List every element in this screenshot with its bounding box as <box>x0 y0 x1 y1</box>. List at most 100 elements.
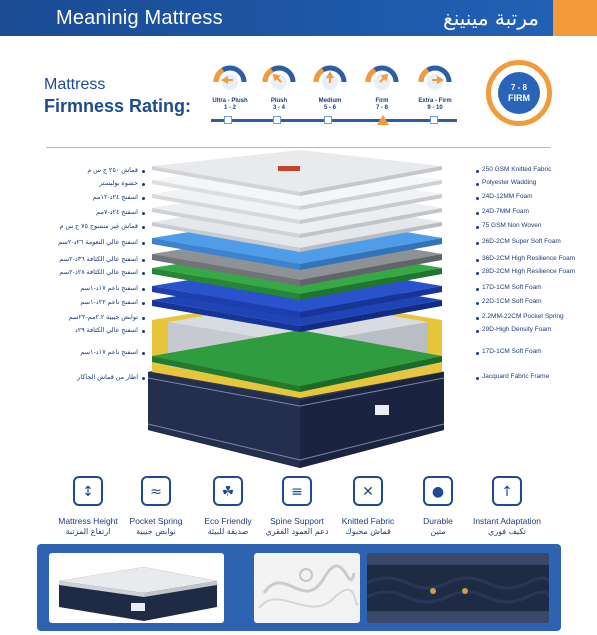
firmness-level-range: 5 - 6 <box>323 105 336 111</box>
feature-label-arabic: نوابض جيبية <box>136 527 176 536</box>
svg-text:≡: ≡ <box>291 484 303 500</box>
svg-text:≈: ≈ <box>150 484 162 500</box>
feature-label-arabic: دعم العمود الفقري <box>265 527 329 536</box>
durable-icon: ● <box>423 476 453 506</box>
leader-dot <box>476 226 479 229</box>
svg-text:☘: ☘ <box>222 484 235 500</box>
leader-dot <box>476 377 479 380</box>
firmness-badge-value: 7 - 8 <box>510 83 527 92</box>
layer-label-english: 36D-2CM High Resilience Foam <box>482 255 576 262</box>
leader-dot <box>142 197 145 200</box>
layer-label-arabic: نوابض جيبية ٢.٢مم-٢٢سم <box>68 314 138 321</box>
layer-label-arabic: اسفنج ٢٤د-١٢مم <box>92 194 138 201</box>
feature-label: Durable <box>423 516 453 526</box>
firmness-badge-label: FIRM <box>508 93 530 103</box>
firmness-level-range: 3 - 4 <box>272 105 285 111</box>
leader-dot <box>476 317 479 320</box>
feature-label: Knitted Fabric <box>341 516 395 526</box>
section-divider <box>46 147 551 148</box>
firmness-gauge-icon <box>262 58 296 92</box>
firmness-slider-mark <box>430 116 438 124</box>
layer-label-english: 24D-7MM Foam <box>482 208 529 215</box>
leader-dot <box>476 183 479 186</box>
leader-dot <box>142 330 145 333</box>
layer-label-english: 75 GSM Non Woven <box>482 222 542 229</box>
layer-label-english: 17D-1CM Soft Foam <box>482 348 542 355</box>
layer-label-arabic: اطار من قماش الجاكار <box>77 374 138 381</box>
firmness-level-name: Plush <box>270 98 288 104</box>
firmness-badge: 7 - 8 FIRM <box>486 60 552 126</box>
firmness-level-range: 7 - 8 <box>375 105 388 111</box>
firmness-level-name: Ultra - Plush <box>212 98 248 104</box>
layer-label-arabic: حشوة بوليستر <box>99 180 138 187</box>
layer-label-english: 24D-12MM Foam <box>482 193 533 200</box>
leader-dot <box>476 272 479 275</box>
feature-label: Spine Support <box>270 516 324 526</box>
firmness-gauge-icon <box>418 58 452 92</box>
leader-dot <box>476 330 479 333</box>
feature-label-arabic: متين <box>430 527 446 536</box>
firmness-slider-mark <box>324 116 332 124</box>
brand-label <box>278 166 300 171</box>
feature-label: Pocket Spring <box>129 516 183 526</box>
layer-label-arabic: اسفنج عالي النعومة ٢٦د-٢سم <box>58 239 138 246</box>
leader-dot <box>476 242 479 245</box>
firmness-gauge-icon <box>213 58 247 92</box>
layer-label-english: 17D-1CM Soft Foam <box>482 284 542 291</box>
feature-label: Mattress Height <box>58 516 118 526</box>
layer-label-arabic: اسفنج عالي الكثافة ٢٩د <box>74 327 138 334</box>
leader-dot <box>142 272 145 275</box>
firmness-gauge-icon <box>365 58 399 92</box>
layer-label-arabic: اسفنج ناعم ١٧د-١سم <box>80 349 138 356</box>
fabric-closeup-photo <box>254 553 360 623</box>
mattress-photo <box>49 553 224 623</box>
leader-dot <box>476 212 479 215</box>
leader-dot <box>142 352 145 355</box>
firmness-level-range: 9 - 10 <box>427 105 443 111</box>
layer-label-english: 2.2MM-22CM Pocket Spring <box>482 313 564 320</box>
layer-label-english: 29D-High Density Foam <box>482 326 552 333</box>
layer-label-arabic: اسفنج ناعم ١٧د-١سم <box>80 285 138 292</box>
svg-text:✕: ✕ <box>362 484 374 500</box>
svg-text:↕: ↕ <box>82 484 94 500</box>
eco-friendly-icon: ☘ <box>213 476 243 506</box>
leader-dot <box>476 288 479 291</box>
firmness-level-name: Firm <box>375 98 389 104</box>
footer-photo-strip <box>37 544 561 631</box>
spine-support-icon: ≡ <box>282 476 312 506</box>
layer-label-arabic: اسفنج ٢٤د-٧مم <box>96 209 138 216</box>
firmness-title-line1: Mattress <box>44 76 106 93</box>
feature-label: Eco Friendly <box>204 516 252 526</box>
instant-adaptation-icon: ↑ <box>492 476 522 506</box>
leader-dot <box>142 242 145 245</box>
firmness-level-name: Extra - Firm <box>418 98 452 104</box>
leader-dot <box>142 317 145 320</box>
firmness-slider-track <box>211 119 457 122</box>
leader-dot <box>142 226 145 229</box>
mattress-height-icon: ↕ <box>73 476 103 506</box>
bottom-foam-layer <box>152 330 442 386</box>
layer-label-english: Jacquard Fabric Frame <box>482 373 550 380</box>
firmness-level-range: 1 - 2 <box>223 105 236 111</box>
mattress-layers-illustration <box>147 150 445 468</box>
feature-label: Instant Adaptation <box>472 516 542 526</box>
leader-dot <box>142 302 145 305</box>
layer-label-english: 250 GSM Knitted Fabric <box>482 166 552 173</box>
header-orange-tab <box>553 0 597 36</box>
firmness-badge-inner: 7 - 8 FIRM <box>498 72 540 114</box>
firmness-slider-mark <box>273 116 281 124</box>
leader-dot <box>142 288 145 291</box>
layer-label-arabic: اسفنج عالي الكثافة ٢٨د-٢سم <box>59 269 138 276</box>
leader-dot <box>476 302 479 305</box>
firmness-slider-mark <box>224 116 232 124</box>
leader-dot <box>476 259 479 262</box>
leader-dot <box>476 170 479 173</box>
feature-label-arabic: قماش محبوك <box>345 527 391 536</box>
svg-text:↑: ↑ <box>501 484 513 500</box>
layer-label-english: 28D-2CM High Resilience Foam <box>482 268 576 275</box>
pocket-spring-icon: ≈ <box>141 476 171 506</box>
